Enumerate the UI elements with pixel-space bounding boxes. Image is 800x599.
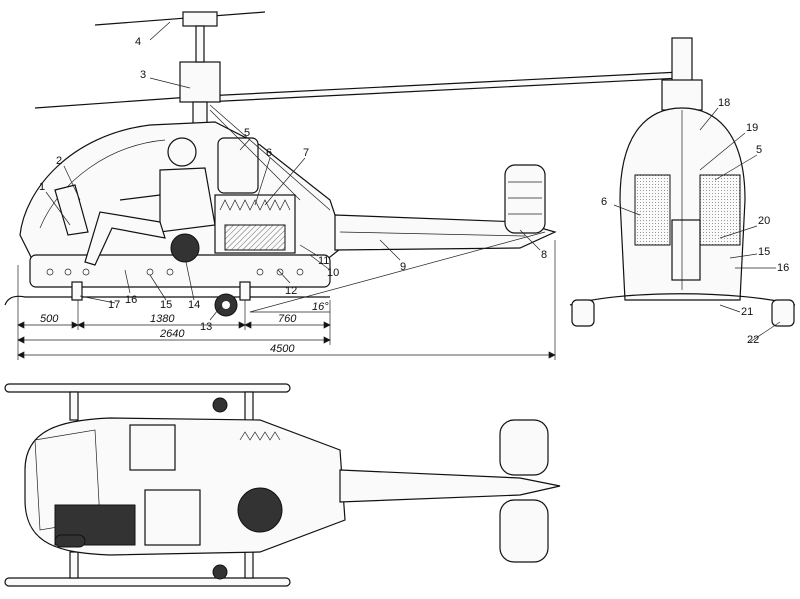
- tail-boom: [334, 214, 557, 251]
- top-skid-upper: [4, 383, 291, 393]
- side-view: 1 2 3 4 5 6 7 8 9 10 11 12 13 14 15 16 1…: [4, 11, 683, 360]
- dimension-lines: [17, 240, 556, 360]
- front-callout-20: 20: [758, 215, 770, 227]
- top-tail-fin-upper: [499, 419, 549, 476]
- callout-8: 8: [541, 249, 547, 261]
- callout-4: 4: [135, 36, 141, 48]
- top-strut-4: [244, 549, 254, 579]
- top-cooling-fins: [239, 431, 281, 441]
- front-view: 18 19 5 6 20 15 16 21 22: [569, 37, 796, 346]
- dim-500: 500: [40, 313, 59, 325]
- tail-fin: [504, 164, 546, 234]
- seat-back: [54, 184, 89, 236]
- dim-angle: 16°: [312, 301, 329, 313]
- callout-2: 2: [56, 155, 62, 167]
- callout-3: 3: [140, 69, 146, 81]
- front-skid-cross: [569, 293, 796, 306]
- hull-holes: [46, 268, 304, 276]
- dim-4500: 4500: [270, 343, 295, 355]
- front-callout-21: 21: [741, 306, 753, 318]
- callout-leaders: [45, 21, 541, 321]
- callout-1: 1: [39, 181, 45, 193]
- callout-9: 9: [400, 261, 406, 273]
- front-engine: [671, 219, 701, 281]
- top-pulley-lower: [212, 564, 228, 580]
- rotor-head: [179, 61, 221, 103]
- dim-760: 760: [278, 313, 297, 325]
- dim-2640: 2640: [159, 328, 185, 340]
- rotor-mast-upper: [195, 25, 205, 63]
- front-callout-18: 18: [718, 97, 730, 109]
- top-pedal: [54, 534, 86, 548]
- callout-16: 16: [125, 294, 137, 306]
- skid-strut-front: [71, 281, 83, 301]
- front-cabin: [619, 107, 746, 301]
- top-view: [4, 383, 561, 587]
- callout-14: 14: [188, 299, 200, 311]
- front-seat-right: [699, 174, 741, 246]
- tail-clearance-line: [249, 231, 546, 313]
- main-rotor-blade-right: [204, 71, 683, 103]
- callout-15: 15: [160, 299, 172, 311]
- top-strut-1: [69, 391, 79, 421]
- front-callout-15: 15: [758, 246, 770, 258]
- callout-11: 11: [318, 255, 329, 267]
- top-engine: [237, 487, 283, 533]
- pilot-figure: [84, 137, 216, 266]
- fuel-tank: [217, 137, 259, 194]
- callout-7: 7: [303, 147, 309, 159]
- upper-rotor-hub: [182, 11, 218, 27]
- callout-17: 17: [108, 299, 120, 311]
- front-rotor-head: [661, 79, 703, 111]
- main-rotor-blade-left: [34, 95, 206, 109]
- top-cabin-window: [129, 424, 176, 471]
- tail-boom-line: [339, 231, 526, 237]
- front-callout-19: 19: [746, 122, 758, 134]
- top-strut-2: [69, 551, 79, 579]
- front-callout-leaders: [613, 107, 781, 343]
- callout-12: 12: [285, 285, 297, 297]
- top-skid-lower: [4, 577, 291, 587]
- top-strut-3: [244, 391, 254, 423]
- callout-13: 13: [200, 321, 212, 333]
- skid-strut-rear: [239, 281, 251, 301]
- top-tail-boom: [339, 469, 561, 503]
- top-fuel-tank: [144, 489, 201, 546]
- callout-6: 6: [266, 147, 272, 159]
- front-callout-16: 16: [777, 262, 789, 274]
- front-callout-22: 22: [747, 334, 759, 346]
- top-pulley-upper: [212, 397, 228, 413]
- front-seat-left: [634, 174, 671, 246]
- front-skid-right: [771, 299, 795, 327]
- callout-5: 5: [244, 127, 250, 139]
- front-skid-left: [571, 299, 595, 327]
- canopy-frame: [39, 139, 166, 229]
- top-tail-fin-lower: [499, 499, 549, 563]
- tail-rotor-blade: [94, 11, 266, 26]
- front-callout-6: 6: [601, 196, 607, 208]
- front-callout-5: 5: [756, 144, 762, 156]
- callout-10: 10: [327, 267, 339, 279]
- dim-1380: 1380: [150, 313, 175, 325]
- skid: [4, 295, 330, 306]
